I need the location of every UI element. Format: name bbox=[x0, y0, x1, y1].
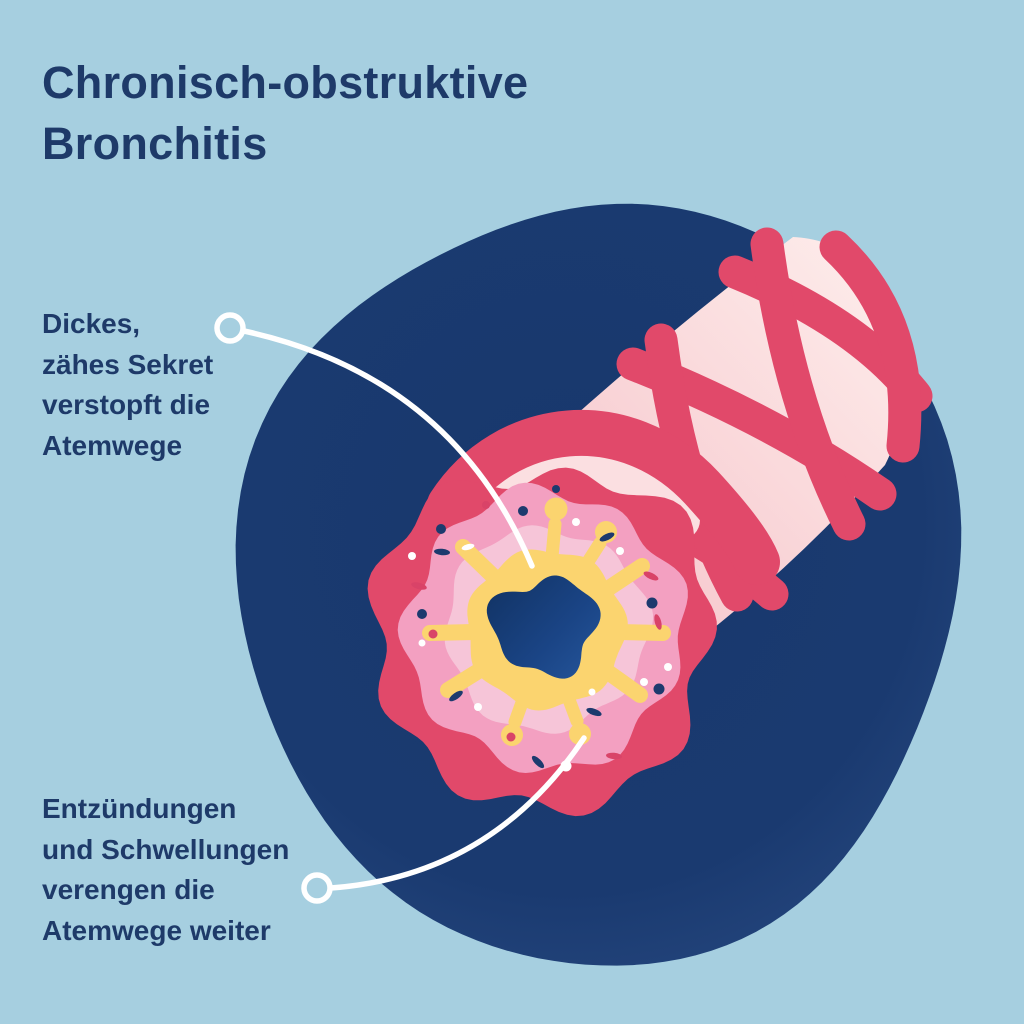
leader-ring-inflammation bbox=[301, 872, 333, 904]
leader-line-inflammation bbox=[328, 735, 587, 891]
tube-collar-band bbox=[427, 410, 780, 585]
leader-line-secretion bbox=[241, 328, 535, 569]
wall-speckles bbox=[408, 485, 672, 769]
annotation-line: Atemwege bbox=[42, 429, 183, 461]
annotation-line: verengen die bbox=[42, 874, 215, 905]
annotation-secretion: Dickes, zähes Sekret verstopft die Atemw… bbox=[42, 304, 213, 466]
annotation-line: Atemwege weiter bbox=[42, 914, 271, 946]
annotation-inflammation: Entzündungen und Schwellungen verengen d… bbox=[42, 789, 289, 951]
annotation-line: Entzündungen bbox=[42, 793, 237, 824]
page-title-line1: Chronisch-obstruktive bbox=[42, 57, 529, 108]
leader-lines bbox=[214, 312, 587, 904]
cross-section bbox=[367, 467, 717, 817]
page-title-line2: Bronchitis bbox=[42, 118, 268, 169]
leader-dot-inflammation bbox=[560, 760, 572, 772]
annotation-line: und Schwellungen bbox=[42, 833, 290, 865]
annotation-line: zähes Sekret bbox=[42, 348, 214, 380]
page-title: Chronisch-obstruktive Bronchitis bbox=[42, 52, 528, 174]
annotation-line: Dickes, bbox=[42, 308, 141, 339]
leader-ring-secretion bbox=[214, 312, 246, 344]
annotation-line: verstopft die bbox=[42, 389, 211, 420]
airway-lumen bbox=[486, 575, 601, 679]
